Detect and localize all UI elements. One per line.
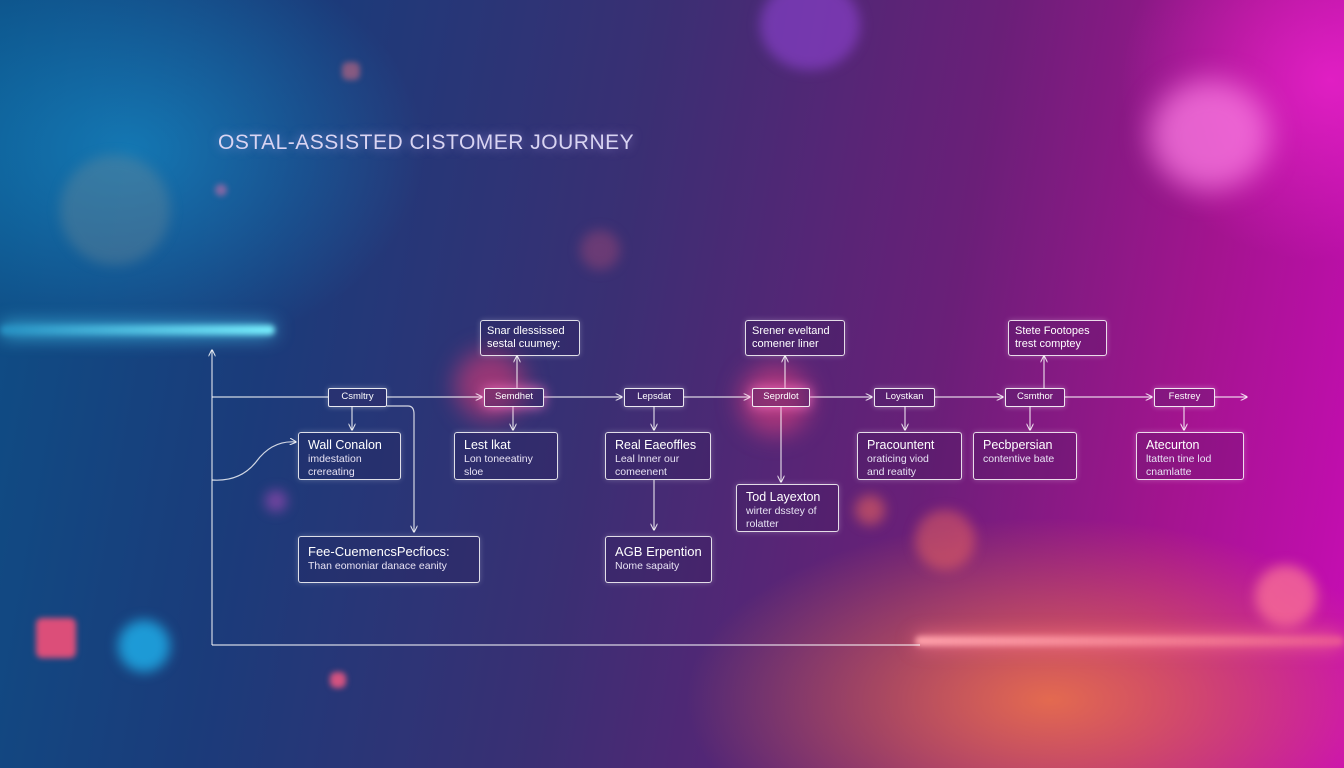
card-4-line1: wirter dsstey of xyxy=(746,505,817,517)
top-note-1-line2: sestal cuumey: xyxy=(487,338,561,350)
card-3-line2: comeenent xyxy=(615,466,667,478)
stage-node-3[interactable]: Lepsdat xyxy=(624,388,684,407)
stage-node-4[interactable]: Seprdlot xyxy=(752,388,810,407)
top-note-3-line2: trest comptey xyxy=(1015,338,1082,350)
card-1-line2: crereating xyxy=(308,466,355,478)
lower-card-2-heading: AGB Erpention xyxy=(615,544,702,559)
card-2[interactable]: Lest lkat Lon toneeatiny sloe xyxy=(454,432,558,480)
top-note-1-line1: Snar dlessissed xyxy=(487,325,565,337)
card-4-line2: rolatter xyxy=(746,518,779,530)
top-note-3: Stete Footopes trest comptey xyxy=(1008,320,1107,356)
stage-node-7[interactable]: Festrey xyxy=(1154,388,1215,407)
card-4-heading: Tod Layexton xyxy=(746,490,821,504)
card-6-heading: Pecbpersian xyxy=(983,438,1053,452)
card-2-heading: Lest lkat xyxy=(464,438,511,452)
diagram-title: OSTAL-ASSISTED CISTOMER JOURNEY xyxy=(218,131,635,154)
top-note-1: Snar dlessissed sestal cuumey: xyxy=(480,320,580,356)
lower-card-1-heading: Fee-CuemencsPecfiocs: xyxy=(308,544,450,559)
top-note-3-line1: Stete Footopes xyxy=(1015,325,1090,337)
card-3-heading: Real Eaeoffles xyxy=(615,438,697,452)
top-note-2-line2: comener liner xyxy=(752,338,819,350)
stage-node-1[interactable]: Csmltry xyxy=(328,388,387,407)
card-6[interactable]: Pecbpersian contentive bate xyxy=(973,432,1077,480)
top-note-2: Srener eveltand comener liner xyxy=(745,320,845,356)
card-5-line1: oraticing viod xyxy=(867,453,929,465)
card-4[interactable]: Tod Layexton wirter dsstey of rolatter xyxy=(736,484,839,532)
card-5-line2: and reatity xyxy=(867,466,917,478)
lower-card-1-line1: Than eomoniar danace eanity xyxy=(308,560,447,572)
lower-card-2-line1: Nome sapaity xyxy=(615,560,680,572)
card-3[interactable]: Real Eaeoffles Leal lnner our comeenent xyxy=(605,432,711,480)
card-1[interactable]: Wall Conalon imdestation crereating xyxy=(298,432,401,480)
card-7[interactable]: Atecurton ltatten tine lod cnamlatte xyxy=(1136,432,1244,480)
lower-card-2[interactable]: AGB Erpention Nome sapaity xyxy=(605,536,712,583)
card-5-heading: Pracountent xyxy=(867,438,935,452)
card-7-line2: cnamlatte xyxy=(1146,466,1192,478)
card-2-line1: Lon toneeatiny xyxy=(464,453,533,465)
card-7-line1: ltatten tine lod xyxy=(1146,453,1212,465)
stage-node-2[interactable]: Semdhet xyxy=(484,388,544,407)
connector-curve-card1 xyxy=(211,442,296,481)
card-3-line1: Leal lnner our xyxy=(615,453,680,465)
connector-stage1-lowercard xyxy=(387,405,414,532)
card-1-heading: Wall Conalon xyxy=(308,438,382,452)
card-5[interactable]: Pracountent oraticing viod and reatity xyxy=(857,432,962,480)
card-7-heading: Atecurton xyxy=(1146,438,1200,452)
stage-node-5[interactable]: Loystkan xyxy=(874,388,935,407)
stage-node-6[interactable]: Csmthor xyxy=(1005,388,1065,407)
lower-card-1[interactable]: Fee-CuemencsPecfiocs: Than eomoniar dana… xyxy=(298,536,480,583)
card-6-line1: contentive bate xyxy=(983,453,1055,465)
card-2-line2: sloe xyxy=(464,466,484,478)
card-1-line1: imdestation xyxy=(308,453,362,465)
top-note-2-line1: Srener eveltand xyxy=(752,325,830,337)
